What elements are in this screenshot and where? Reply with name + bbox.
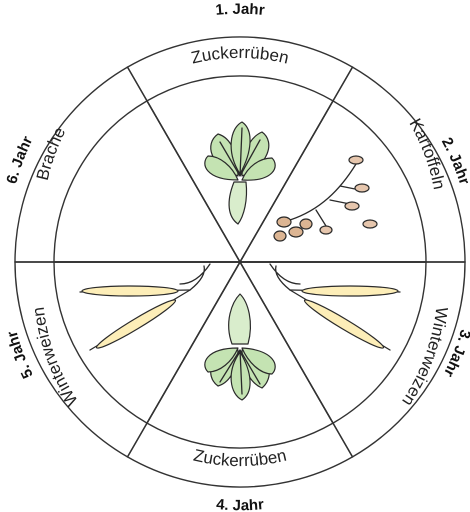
year-label-1: 1. Jahr	[215, 1, 266, 19]
sugar-beet-icon	[205, 294, 275, 400]
ring-label-brache: Brache	[33, 124, 70, 182]
wheat-ears-icon	[270, 264, 400, 352]
year-label-4: 4. Jahr	[216, 496, 265, 512]
ring-label-zuckerrueben-bottom: Zuckerrüben	[192, 446, 288, 470]
sugar-beet-icon	[205, 122, 275, 224]
potato-plant-icon	[274, 156, 377, 241]
ring-label-kartoffeln: Kartoffeln	[406, 115, 449, 191]
ring-label-zuckerrueben-top: Zuckerrüben	[189, 43, 290, 68]
wedge-kartoffeln	[240, 101, 426, 262]
year-label-5: 5. Jahr	[4, 329, 37, 381]
wheat-ears-icon	[80, 264, 210, 352]
wedge-brache	[54, 101, 240, 262]
